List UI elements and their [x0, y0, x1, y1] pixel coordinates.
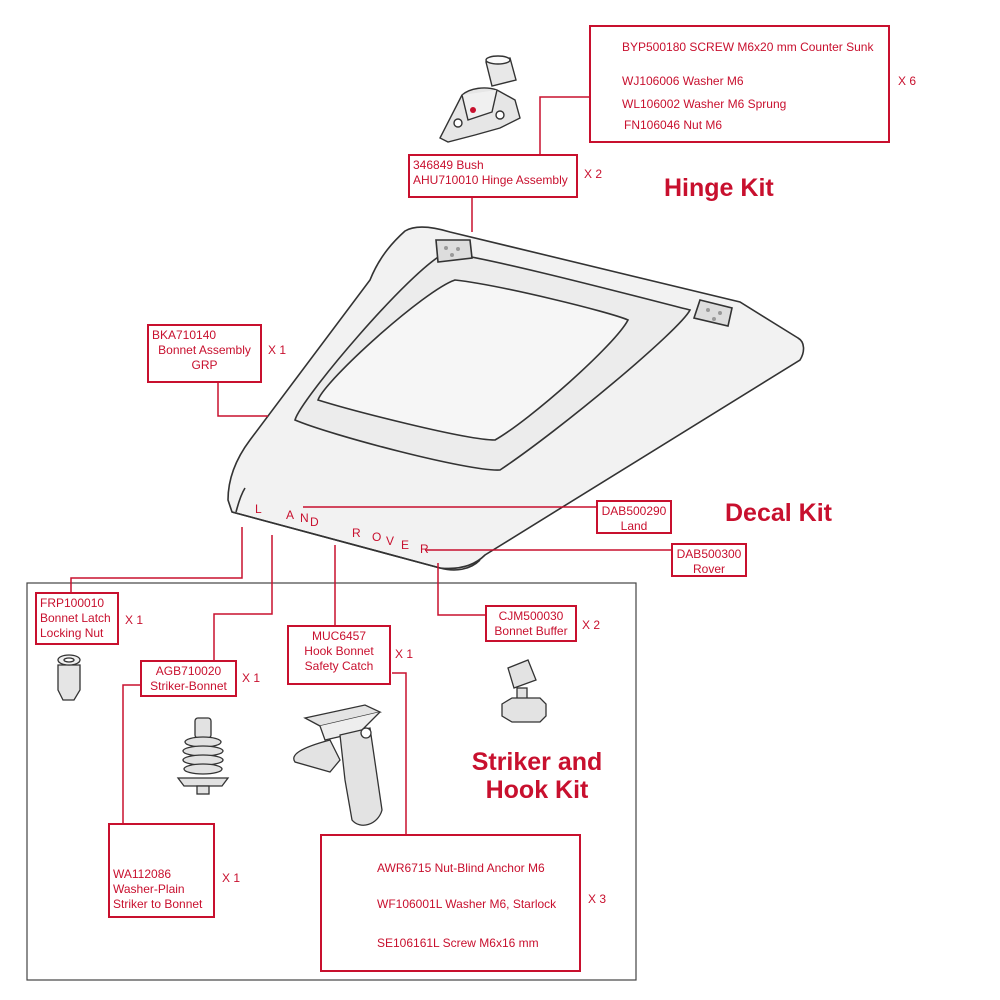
hook-safety-catch-qty: X 1: [395, 647, 414, 661]
hinge-assembly-box: 346849 Bush AHU710010 Hinge Assembly: [408, 154, 578, 198]
hook-fastener-row-anchor-nut: AWR6715 Nut-Blind Anchor M6: [377, 861, 545, 875]
decal-kit-heading: Decal Kit: [725, 499, 832, 527]
bonnet-assembly-line3: GRP: [191, 358, 218, 372]
bonnet-assembly-box: BKA710140 Bonnet Assembly GRP: [147, 324, 262, 383]
decal-letter: R: [352, 526, 361, 540]
bonnet-buffer-drawing: [501, 659, 547, 723]
bonnet-assembly-line2: Bonnet Assembly: [158, 343, 251, 357]
leader-lines: [70, 96, 671, 834]
hook-fasteners-box: [320, 834, 581, 972]
striker-bonnet-drawing: [176, 717, 230, 795]
washer-plain-box: WA112086 Washer-Plain Striker to Bonnet: [108, 823, 215, 918]
decal-letter: O: [372, 530, 381, 544]
striker-hook-kit-heading-line1: Striker and: [471, 748, 603, 776]
latch-nut-line1: FRP100010: [40, 596, 105, 610]
striker-bonnet-line1: AGB710020: [155, 664, 222, 678]
decal-letter: E: [401, 538, 409, 552]
hinge-fastener-row-screw: BYP500180 SCREW M6x20 mm Counter Sunk: [622, 40, 874, 54]
decal-letter: A: [286, 508, 294, 522]
hook-safety-catch-line2: Hook Bonnet: [304, 644, 374, 658]
latch-nut-line2: Bonnet Latch: [40, 611, 111, 625]
hinge-assembly-line1: 346849 Bush: [413, 158, 484, 172]
bush-drawing: [485, 55, 517, 87]
striker-hook-kit-heading: Striker and Hook Kit: [458, 748, 616, 804]
hinge-fasteners-qty: X 6: [898, 74, 917, 88]
bonnet-assembly-line1: BKA710140: [152, 328, 217, 342]
striker-bonnet-qty: X 1: [242, 671, 261, 685]
decal-letter: D: [310, 515, 319, 529]
decal-land-line2: Land: [620, 519, 648, 533]
hinge-fasteners-box: [589, 25, 890, 143]
hook-safety-catch-box: MUC6457 Hook Bonnet Safety Catch: [287, 625, 391, 685]
hinge-assembly-qty: X 2: [584, 167, 603, 181]
hook-bonnet-safety-catch-drawing: [293, 704, 383, 826]
bonnet-panel: [227, 226, 805, 571]
washer-plain-line1: WA112086: [113, 867, 172, 881]
bonnet-assembly-qty: X 1: [268, 343, 287, 357]
striker-hook-kit-frame: [26, 582, 637, 981]
hook-safety-catch-line1: MUC6457: [311, 629, 367, 643]
latch-nut-line3: Locking Nut: [40, 626, 104, 640]
hinge-assembly-line2: AHU710010 Hinge Assembly: [413, 173, 568, 187]
bonnet-buffer-qty: X 2: [582, 618, 601, 632]
decal-letter: L: [255, 502, 262, 516]
hinge-assembly-drawing: [439, 87, 521, 143]
hinge-kit-heading: Hinge Kit: [664, 174, 774, 202]
bonnet-buffer-line2: Bonnet Buffer: [494, 624, 568, 638]
hook-safety-catch-line3: Safety Catch: [304, 659, 374, 673]
bonnet-buffer-line1: CJM500030: [498, 609, 564, 623]
washer-plain-line2: Washer-Plain: [113, 882, 185, 896]
striker-bonnet-line2: Striker-Bonnet: [150, 679, 227, 693]
hinge-fastener-row-sprung-washer: WL106002 Washer M6 Sprung: [622, 97, 787, 111]
latch-nut-box: FRP100010 Bonnet Latch Locking Nut: [35, 592, 119, 645]
hinge-fastener-row-washer: WJ106006 Washer M6: [622, 74, 744, 88]
latch-nut-qty: X 1: [125, 613, 144, 627]
hook-fasteners-qty: X 3: [588, 892, 607, 906]
decal-rover-line1: DAB500300: [676, 547, 742, 561]
decal-land-box: DAB500290 Land: [596, 500, 672, 534]
striker-bonnet-box: AGB710020 Striker-Bonnet: [140, 660, 237, 697]
bonnet-latch-locking-nut-drawing: [57, 654, 81, 701]
decal-letter: N: [300, 511, 309, 525]
hinge-fastener-row-nut: FN106046 Nut M6: [624, 118, 723, 132]
decal-rover-line2: Rover: [692, 562, 725, 576]
striker-hook-kit-heading-line2: Hook Kit: [485, 776, 589, 804]
washer-plain-qty: X 1: [222, 871, 241, 885]
hook-fastener-row-screw: SE106161L Screw M6x16 mm: [377, 936, 539, 950]
bonnet-buffer-box: CJM500030 Bonnet Buffer: [485, 605, 577, 642]
decal-letter: V: [386, 534, 394, 548]
hook-fastener-row-starlock: WF106001L Washer M6, Starlock: [377, 897, 557, 911]
decal-rover-box: DAB500300 Rover: [671, 543, 747, 577]
decal-letter: R: [420, 542, 429, 556]
decal-land-line1: DAB500290: [601, 504, 667, 518]
washer-plain-line3: Striker to Bonnet: [113, 897, 203, 911]
